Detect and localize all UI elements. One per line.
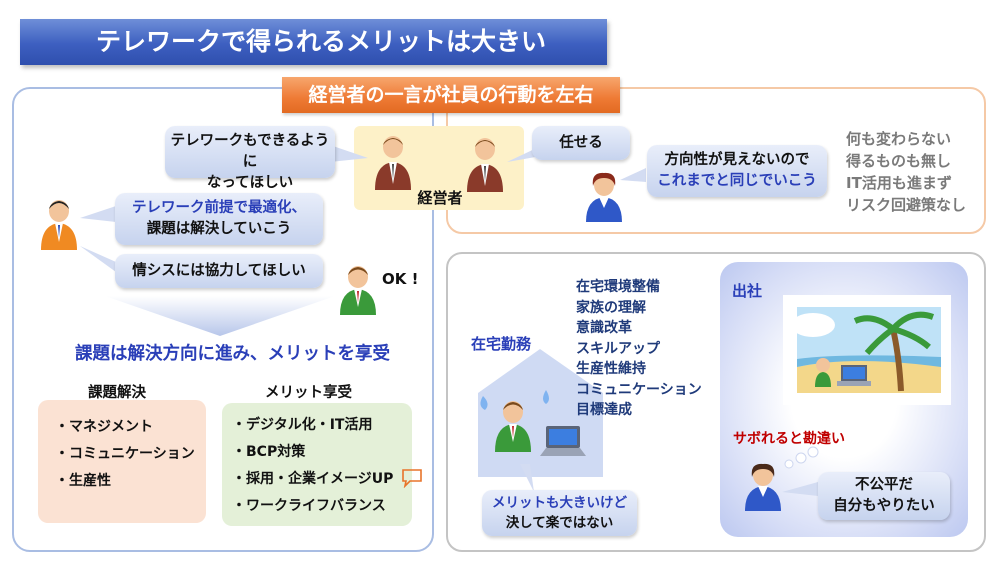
laptop-icon <box>538 424 586 460</box>
merits-list: ・デジタル化・IT活用 ・BCP対策 ・採用・企業イメージUP ・ワークライフバ… <box>232 412 393 520</box>
bubble-employee-left: テレワーク前提で最適化、 課題は解決していこう <box>115 193 323 245</box>
task-item: 意識改革 <box>576 318 702 339</box>
outcome-item: IT活用も進まず <box>846 172 976 194</box>
bubble-tail <box>330 140 370 170</box>
remote-worker-icon <box>493 400 533 452</box>
page-title: テレワークで得られるメリットは大きい <box>20 19 607 65</box>
bubble-boss-right: 任せる <box>532 126 630 160</box>
bubble-it-dept: 情シスには協力してほしい <box>115 254 323 288</box>
merits-heading: メリット享受 <box>265 381 352 402</box>
boss-label: 経営者 <box>410 187 470 208</box>
speech-icon <box>401 468 423 488</box>
issue-item: ・マネジメント <box>55 414 195 441</box>
task-item: コミュニケーション <box>576 380 702 401</box>
merit-item: ・ワークライフバランス <box>232 493 393 520</box>
bubble-line: 課題は解決していこう <box>115 219 323 240</box>
bubble-boss-left: テレワークもできるように なってほしい <box>165 126 335 178</box>
office-worker-woman-icon <box>743 463 783 511</box>
task-item: 在宅環境整備 <box>576 277 702 298</box>
ok-label: OK ! <box>382 270 418 288</box>
bubble-tail <box>618 164 648 186</box>
issues-heading: 課題解決 <box>88 381 146 402</box>
bubble-line: テレワークもできるように <box>165 131 335 173</box>
employee-man-icon <box>38 198 80 250</box>
issues-list: ・マネジメント ・コミュニケーション ・生産性 <box>55 414 195 495</box>
bubble-employee-top: 方向性が見えないので これまでと同じでいこう <box>647 145 827 197</box>
bubble-line: テレワーク前提で最適化、 <box>115 198 323 219</box>
it-staff-icon <box>338 265 378 315</box>
issue-item: ・コミュニケーション <box>55 441 195 468</box>
home-label: 在宅勤務 <box>471 333 531 354</box>
outcome-item: 得るものも無し <box>846 150 976 172</box>
issue-item: ・生産性 <box>55 468 195 495</box>
bubble-line: 決して楽ではない <box>482 513 637 533</box>
task-item: 生産性維持 <box>576 359 702 380</box>
banner: 経営者の一言が社員の行動を左右 <box>282 77 620 113</box>
outcomes-list: 何も変わらない 得るものも無し IT活用も進まず リスク回避策なし <box>846 128 976 216</box>
office-caption: サボれると勘違い <box>733 428 845 448</box>
merit-item: ・デジタル化・IT活用 <box>232 412 393 439</box>
bubble-line: 方向性が見えないので <box>647 150 827 171</box>
outcome-item: 何も変わらない <box>846 128 976 150</box>
task-item: 目標達成 <box>576 400 702 421</box>
task-item: 家族の理解 <box>576 298 702 319</box>
bubble-line: 自分もやりたい <box>818 496 950 517</box>
bubble-line: メリットも大きいけど <box>482 493 637 513</box>
result-text: 課題は解決方向に進み、メリットを享受 <box>60 340 405 365</box>
home-bubble: メリットも大きいけど 決して楽ではない <box>482 490 637 536</box>
thought-bubbles-icon <box>783 446 819 470</box>
bubble-line: なってほしい <box>165 173 335 194</box>
office-bubble: 不公平だ 自分もやりたい <box>818 472 950 520</box>
bubble-line: 不公平だ <box>818 475 950 496</box>
boss-person-icon <box>464 136 506 192</box>
outcome-item: リスク回避策なし <box>846 194 976 216</box>
task-item: スキルアップ <box>576 339 702 360</box>
bubble-tail <box>780 478 820 502</box>
bubble-tails <box>78 198 118 278</box>
boss-person-icon <box>372 134 414 190</box>
sweat-icon <box>538 388 554 408</box>
office-label: 出社 <box>732 280 762 301</box>
beach-daydream-picture <box>783 295 951 405</box>
merit-item: ・BCP対策 <box>232 439 393 466</box>
merit-item: ・採用・企業イメージUP <box>232 466 393 493</box>
home-task-list: 在宅環境整備 家族の理解 意識改革 スキルアップ 生産性維持 コミュニケーション… <box>576 277 702 421</box>
bubble-line: これまでと同じでいこう <box>647 171 827 192</box>
convergence-arrow <box>105 296 335 338</box>
